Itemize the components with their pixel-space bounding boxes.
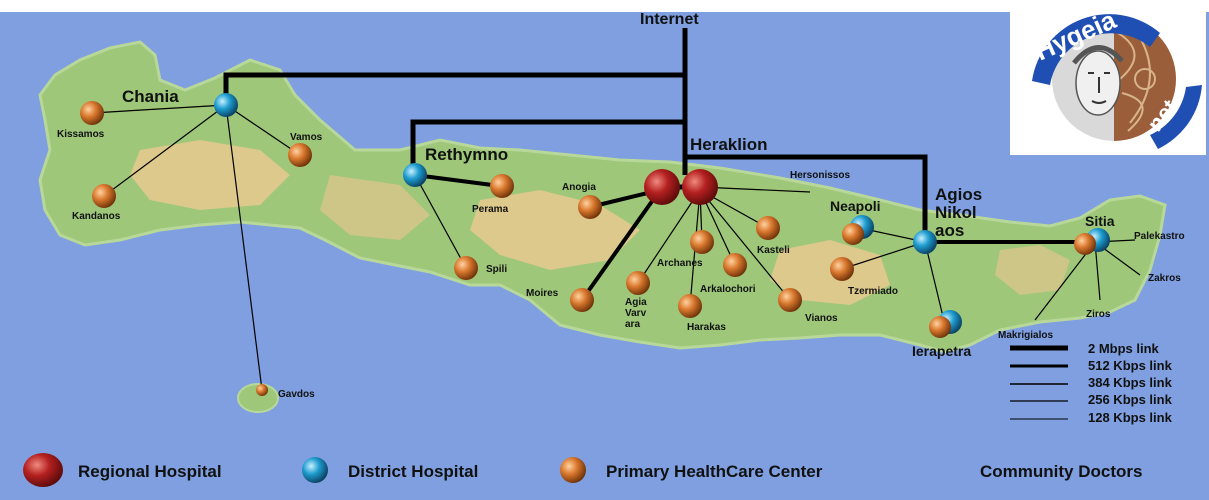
highland-white-mountains [130, 140, 290, 210]
link-legend-label-384kbps: 384 Kbps link [1088, 375, 1173, 390]
link-heraklion-agios-nikolaos [685, 154, 928, 242]
label-spili: Spili [486, 264, 507, 275]
label-ierapetra: Ierapetra [912, 343, 971, 359]
district-hospital-chania[interactable] [214, 93, 238, 117]
logo-hair [1072, 45, 1124, 65]
primary-center-kissamos[interactable] [80, 101, 104, 125]
primary-center-ierapetra[interactable] [929, 316, 951, 338]
link-heraklion-vianos [699, 189, 791, 301]
label-archanes: Archanes [657, 258, 703, 269]
regional-hospital-marker[interactable] [682, 169, 718, 205]
label-gavdos: Gavdos [278, 389, 315, 400]
link-heraklion-hersonissos [699, 186, 811, 193]
primary-center-sitia[interactable] [1074, 233, 1096, 255]
link-heraklion-agia-varvara [637, 189, 701, 284]
label-chania: Chania [122, 87, 179, 106]
link-agios-nikolaos-ierapetra [924, 241, 946, 326]
label-vianos: Vianos [805, 313, 838, 324]
link-chania-kissamos [91, 104, 227, 114]
label-heraklion: Heraklion [690, 135, 767, 154]
logo-bottom-arc [1150, 85, 1202, 149]
label-vamos: Vamos [290, 132, 323, 143]
legend-district-label: District Hospital [348, 462, 478, 481]
sea-shallow [0, 0, 1209, 12]
regional-hospital-marker[interactable] [644, 169, 680, 205]
label-agia-varvara-1: Agia [625, 297, 647, 308]
district-hospital-legend-icon [302, 457, 328, 483]
primary-center-anogia[interactable] [578, 195, 602, 219]
logo-mosaic [1114, 17, 1176, 141]
primary-center-vianos[interactable] [778, 288, 802, 312]
highland-central [320, 175, 430, 240]
primary-center-kasteli[interactable] [756, 216, 780, 240]
link-rethymno-spili [414, 174, 467, 269]
logo-face-features [1088, 72, 1110, 104]
primary-center-archanes[interactable] [690, 230, 714, 254]
label-tzermiado: Tzermiado [848, 286, 898, 297]
label-zakros: Zakros [1148, 273, 1181, 284]
label-perama: Perama [472, 204, 509, 215]
legend-regional-label: Regional Hospital [78, 462, 222, 481]
highland-east [995, 245, 1070, 295]
link-chania-vamos [225, 104, 301, 156]
primary-center-harakas[interactable] [678, 294, 702, 318]
label-ziros: Ziros [1086, 309, 1111, 320]
link-agios-nikolaos-tzermiado [841, 241, 926, 270]
label-kasteli: Kasteli [757, 245, 790, 256]
label-sitia: Sitia [1085, 213, 1115, 229]
link-rethymno-perama [414, 173, 501, 188]
district-hospital-agios-nikolaos[interactable] [913, 230, 937, 254]
primary-center-moires[interactable] [570, 288, 594, 312]
logo-top-arc [1032, 14, 1160, 86]
label-neapoli: Neapoli [830, 198, 881, 214]
label-hersonissos: Hersonissos [790, 170, 850, 181]
label-anogia: Anogia [562, 182, 596, 193]
link-legend-label-2mbps: 2 Mbps link [1088, 341, 1160, 356]
gavdos-island [237, 383, 279, 413]
link-legend-label-256kbps: 256 Kbps link [1088, 392, 1173, 407]
link-chania-kandanos [103, 104, 227, 197]
primary-center-perama[interactable] [490, 174, 514, 198]
node-legend: Regional Hospital District Hospital Prim… [23, 453, 1142, 487]
label-palekastro: Palekastro [1134, 231, 1185, 242]
label-agia-varvara-2: Varv [625, 308, 647, 319]
primary-center-gavdos[interactable] [256, 384, 268, 396]
internet-label: Internet [640, 11, 699, 28]
hygeianet-logo: Hygeia net [1010, 3, 1206, 155]
link-legend: 2 Mbps link 512 Kbps link 384 Kbps link … [1010, 341, 1173, 425]
link-legend-label-512kbps: 512 Kbps link [1088, 358, 1173, 373]
primary-center-tzermiado[interactable] [830, 257, 854, 281]
label-agios-nikolaos-3: aos [935, 221, 964, 240]
primary-centers [80, 101, 1096, 396]
link-heraklion-moires [580, 188, 662, 302]
primary-center-kandanos[interactable] [92, 184, 116, 208]
link-chania-gavdos [225, 104, 263, 391]
label-moires: Moires [526, 288, 559, 299]
label-rethymno: Rethymno [425, 145, 508, 164]
primary-center-agia-varvara[interactable] [626, 271, 650, 295]
label-makrigialos: Makrigialos [998, 330, 1053, 341]
regional-hospital-legend-icon [23, 453, 63, 487]
primary-center-arkalochori[interactable] [723, 253, 747, 277]
label-agia-varvara-3: ara [625, 319, 640, 330]
primary-center-vamos[interactable] [288, 143, 312, 167]
primary-center-spili[interactable] [454, 256, 478, 280]
label-agios-nikolaos-2: Nikol [935, 203, 977, 222]
label-harakas: Harakas [687, 322, 726, 333]
link-legend-label-128kbps: 128 Kbps link [1088, 410, 1173, 425]
legend-primary-label: Primary HealthCare Center [606, 462, 823, 481]
primary-center-legend-icon [560, 457, 586, 483]
district-hospital-rethymno[interactable] [403, 163, 427, 187]
highland-dikti [770, 240, 890, 305]
label-arkalochori: Arkalochori [700, 284, 756, 295]
label-kissamos: Kissamos [57, 129, 105, 140]
link-internet-rethymno [410, 119, 685, 175]
legend-community-label: Community Doctors [980, 462, 1142, 481]
primary-center-neapoli[interactable] [842, 223, 864, 245]
label-agios-nikolaos-1: Agios [935, 185, 982, 204]
label-kandanos: Kandanos [72, 211, 121, 222]
